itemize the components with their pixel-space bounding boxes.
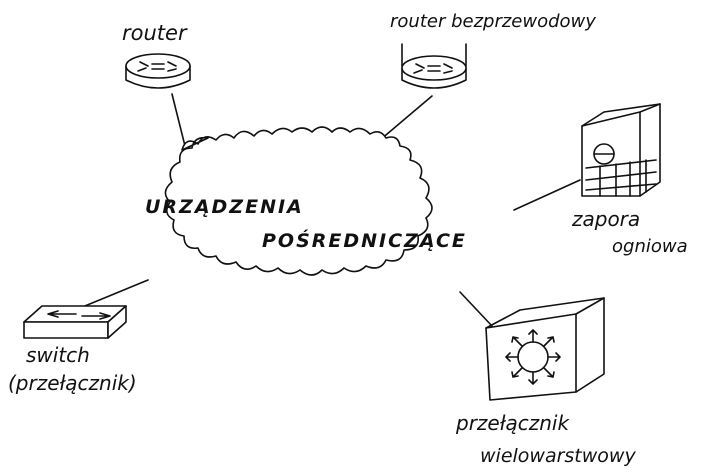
connection-lines [79, 93, 581, 327]
wireless-router-device: router bezprzewodowy [390, 11, 596, 89]
switch-label-line2: (przełącznik) [8, 371, 137, 395]
link-wireless-router-cloud [379, 95, 433, 141]
cloud-intermediary-devices: URZĄDZENIA POŚREDNICZĄCE [145, 126, 467, 276]
cloud-label-line1: URZĄDZENIA [145, 196, 304, 218]
link-multilayer-cloud [459, 291, 493, 327]
multilayer-switch-icon [485, 297, 605, 401]
wireless-router-label: router bezprzewodowy [390, 11, 596, 32]
switch-device: switch (przełącznik) [8, 305, 137, 395]
multilayer-switch-label-line2: wielowarstwowy [480, 445, 636, 467]
wireless-router-icon [401, 43, 467, 89]
firewall-device: zapora ogniowa [571, 103, 688, 257]
link-firewall-cloud [513, 179, 581, 211]
router-icon [125, 53, 191, 89]
firewall-label-line2: ogniowa [612, 236, 688, 257]
router-device: router [122, 21, 191, 89]
link-switch-cloud [79, 279, 149, 309]
multilayer-switch-device: przełącznik wielowarstwowy [455, 297, 636, 467]
firewall-label-line1: zapora [571, 207, 640, 231]
switch-label-line1: switch [26, 343, 90, 367]
cloud-label-line2: POŚREDNICZĄCE [262, 228, 467, 252]
router-label: router [122, 21, 188, 45]
link-router-cloud [171, 93, 187, 151]
multilayer-switch-label-line1: przełącznik [455, 411, 570, 435]
cloud-shape [164, 126, 433, 276]
firewall-icon [581, 103, 661, 197]
switch-icon [23, 305, 127, 339]
